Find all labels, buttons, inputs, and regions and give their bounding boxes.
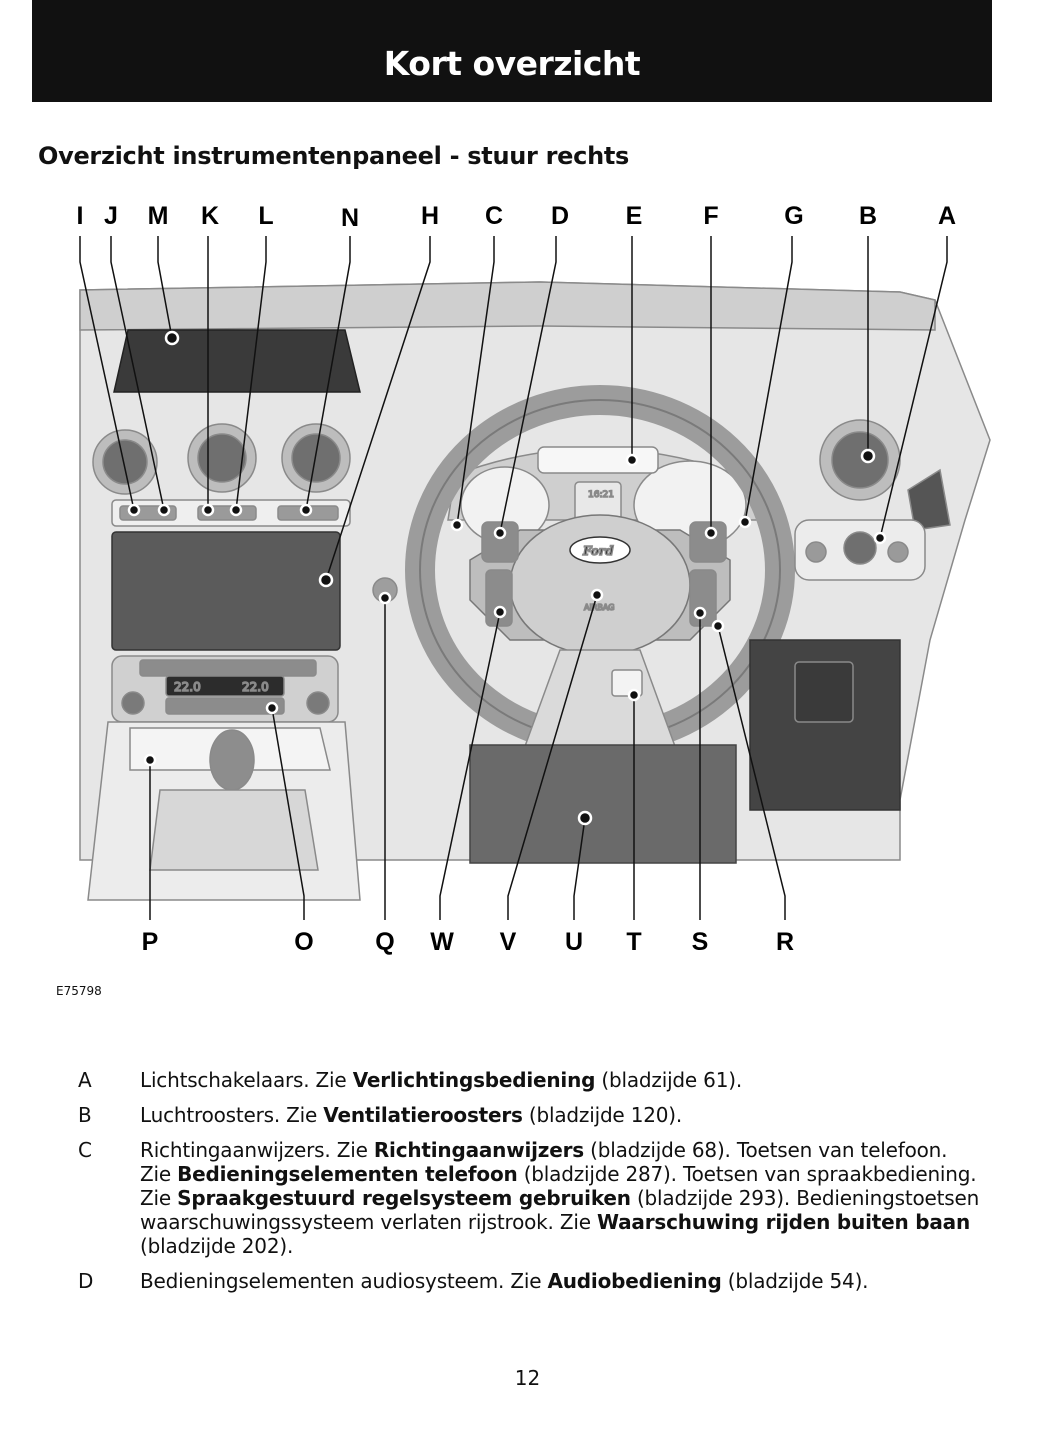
page-number: 12 (514, 1366, 541, 1390)
legend-description: Luchtroosters. Zie Ventilatieroosters (b… (140, 1103, 982, 1127)
label-P: P (142, 928, 159, 956)
legend-text-fragment: (bladzijde 202). (140, 1234, 294, 1258)
legend-letter: C (78, 1138, 92, 1162)
label-A: A (938, 202, 956, 230)
legend-description: Richtingaanwijzers. Zie Richtingaanwijze… (140, 1138, 982, 1258)
legend-item: B Luchtroosters. Zie Ventilatieroosters (… (78, 1103, 998, 1127)
legend-reference: Bedieningselementen telefoon (177, 1162, 518, 1186)
legend-text-fragment: (bladzijde 293). Bedieningstoetsen waars… (140, 1186, 980, 1234)
legend-reference: Waarschuwing rijden buiten baan (596, 1210, 970, 1234)
cluster-clock: 16:21 (588, 490, 614, 500)
legend-list: A Lichtschakelaars. Zie Verlichtingsbedie… (78, 1068, 998, 1304)
label-I: I (77, 202, 84, 230)
legend-reference: Richtingaanwijzers (373, 1138, 584, 1162)
callout-lines (79, 236, 948, 920)
legend-text-fragment: (bladzijde 54). (721, 1269, 869, 1293)
label-B: B (859, 202, 877, 230)
label-T: T (626, 928, 641, 956)
legend-reference: Spraakgestuurd regelsysteem gebruiken (177, 1186, 631, 1210)
climate-temp-right: 22.0 (242, 680, 269, 694)
label-N: N (341, 204, 359, 232)
legend-text-fragment: Luchtroosters. Zie (140, 1103, 324, 1127)
legend-letter: A (78, 1068, 92, 1092)
airbag-text: AIRBAG (584, 603, 614, 612)
label-E: E (626, 202, 643, 230)
legend-reference: Verlichtingsbediening (352, 1068, 596, 1092)
page-title: Kort overzicht (383, 44, 641, 83)
steering-logo: Ford (582, 544, 614, 558)
label-R: R (776, 928, 794, 956)
label-O: O (294, 928, 313, 956)
label-G: G (784, 202, 803, 230)
legend-text-fragment: Lichtschakelaars. Zie (140, 1068, 353, 1092)
legend-item: C Richtingaanwijzers. Zie Richtingaanwijz… (78, 1138, 998, 1258)
legend-letter: D (78, 1269, 94, 1293)
header-bar: Kort overzicht (32, 0, 992, 102)
label-D: D (551, 202, 569, 230)
climate-temp-left: 22.0 (174, 680, 201, 694)
label-V: V (500, 928, 517, 956)
legend-text-fragment: (bladzijde 287). Toetsen van spraakbedie… (140, 1162, 977, 1210)
label-H: H (421, 202, 439, 230)
label-L: L (258, 202, 273, 230)
legend-text-fragment: (bladzijde 68). Toetsen van telefoon. Zi… (140, 1138, 948, 1186)
legend-text-fragment: Richtingaanwijzers. Zie (140, 1138, 374, 1162)
label-K: K (201, 202, 219, 230)
legend-text-fragment: (bladzijde 120). (522, 1103, 683, 1127)
label-J: J (104, 202, 118, 230)
bottom-labels: P O Q W V U T S R (142, 928, 794, 956)
legend-item: A Lichtschakelaars. Zie Verlichtingsbedie… (78, 1068, 998, 1092)
label-M: M (148, 202, 169, 230)
label-F: F (703, 202, 718, 230)
label-S: S (692, 928, 709, 956)
legend-text-fragment: Bedieningselementen audiosysteem. Zie (140, 1269, 548, 1293)
figure-id: E75798 (56, 984, 102, 998)
label-Q: Q (375, 928, 394, 956)
label-W: W (430, 928, 454, 956)
legend-reference: Ventilatieroosters (323, 1103, 523, 1127)
legend-description: Lichtschakelaars. Zie Verlichtingsbedien… (140, 1068, 982, 1092)
label-C: C (485, 202, 503, 230)
dashboard-illustration: 22.0 22.0 16:21 Ford A (0, 190, 1055, 980)
legend-reference: Audiobediening (547, 1269, 722, 1293)
legend-text-fragment: (bladzijde 61). (595, 1068, 742, 1092)
legend-item: D Bedieningselementen audiosysteem. Zie A… (78, 1269, 998, 1293)
top-labels: I J M K L N H C D E F G B A (77, 202, 957, 232)
section-title: Overzicht instrumentenpaneel - stuur rec… (38, 142, 630, 170)
legend-letter: B (78, 1103, 92, 1127)
legend-description: Bedieningselementen audiosysteem. Zie Au… (140, 1269, 982, 1293)
label-U: U (565, 928, 583, 956)
callout-points (127, 330, 887, 826)
